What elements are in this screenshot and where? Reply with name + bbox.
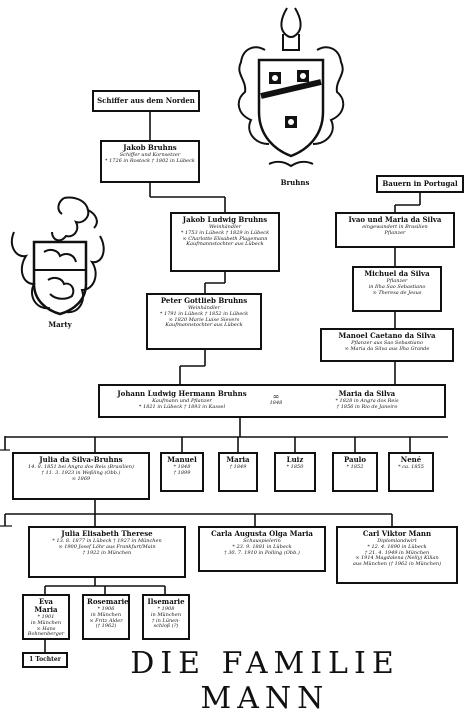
- schiffer-label: Schiffer aus dem Norden: [92, 90, 200, 112]
- person-julia-elisabeth-therese: Julia Elisabeth Therese * 13. 8. 1877 in…: [28, 526, 186, 578]
- person-ivao-maria-da-silva: Ivao und Maria da Silva eingewandert in …: [335, 212, 455, 248]
- person-luiz: Luiz * 1850: [274, 452, 316, 492]
- person-carla-augusta-olga-maria: Carla Augusta Olga Maria Schauspielerin …: [198, 526, 326, 572]
- person-julia-da-silva-bruhns: Julia da Silva-Bruhns 14. 8. 1851 bei An…: [12, 452, 150, 500]
- bruhns-coat-of-arms: [225, 4, 355, 182]
- person-eva-maria: Eva Maria * 1901 in München ∞ Hans Bohne…: [22, 594, 70, 640]
- person-nene: Nené * ca. 1855: [388, 452, 434, 492]
- couple-johann-maria: Johann Ludwig Hermann Bruhns Kaufmann un…: [98, 384, 446, 418]
- bauern-label: Bauern in Portugal: [376, 175, 464, 193]
- person-rosemarie: Rosemarie * 1906 in München ∞ Fritz Alde…: [82, 594, 130, 640]
- person-maria-child: Maria † 1849: [218, 452, 258, 492]
- marty-crest-label: Marty: [48, 320, 72, 329]
- person-michuel-da-silva: Michuel da Silva Pflanzer in Ilha Sao Se…: [352, 266, 442, 312]
- bruhns-crest-label: Bruhns: [280, 178, 310, 187]
- person-paulo: Paulo * 1852: [332, 452, 378, 492]
- person-peter-gottlieb-bruhns: Peter Gottlieb Bruhns Weinhändler * 1791…: [146, 293, 262, 350]
- person-manoel-caetano-da-silva: Manoel Caetano da Silva Pflanzer aus Sao…: [320, 328, 454, 362]
- person-carl-viktor-mann: Carl Viktor Mann Diplomlandwirt * 12. 4.…: [336, 526, 458, 584]
- person-jakob-ludwig-bruhns: Jakob Ludwig Bruhns Weinhändler * 1753 i…: [170, 212, 280, 272]
- marriage-marker: ∞ 1848: [269, 392, 283, 407]
- person-johann-ludwig-hermann-bruhns: Johann Ludwig Hermann Bruhns Kaufmann un…: [117, 389, 247, 410]
- marty-coat-of-arms: [4, 192, 114, 322]
- person-ilsemarie: Ilsemarie * 1908 in München † in Lünen- …: [142, 594, 190, 640]
- connector-lines: [0, 112, 448, 652]
- tochter-label: 1 Tochter: [22, 652, 68, 668]
- person-jakob-bruhns: Jakob Bruhns Schiffer und Kornsetzer * 1…: [100, 140, 200, 183]
- page-title: DIE FAMILIE MANN: [130, 646, 400, 716]
- person-manuel: Manuel * 1848 † 1899: [160, 452, 204, 492]
- person-maria-da-silva: Maria da Silva * 1828 in Angra dos Reis …: [335, 389, 399, 410]
